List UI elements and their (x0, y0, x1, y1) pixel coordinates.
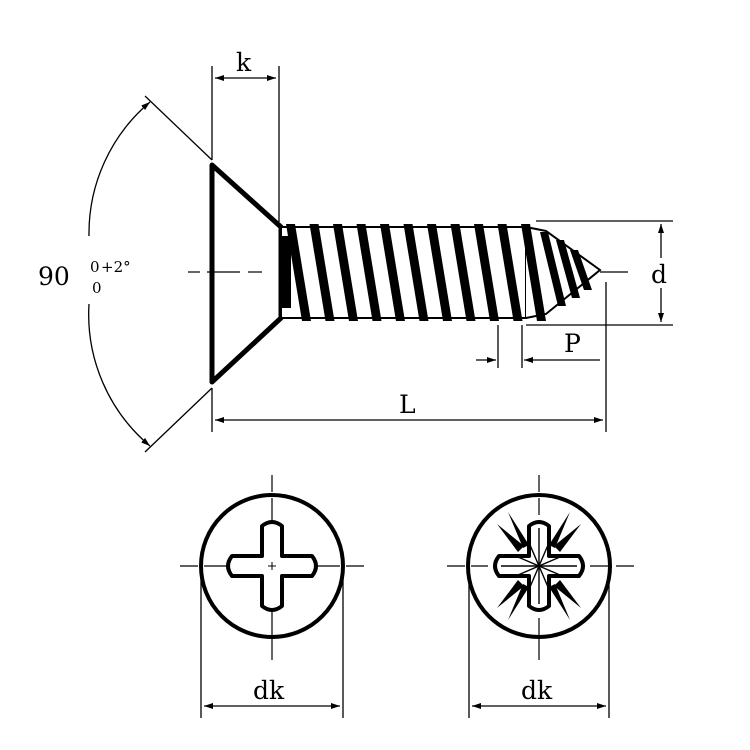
thread-flank (521, 224, 546, 321)
d-label-bg (648, 258, 672, 288)
thread-flank (403, 224, 429, 321)
angle-dimension (88, 95, 213, 453)
angle-upper-right-label: +2° (101, 258, 131, 276)
thread-flank (286, 224, 311, 321)
pozidriv-inner-lines (501, 528, 577, 604)
dk-right-dimension (468, 578, 610, 718)
phillips-center-mark (268, 562, 276, 570)
p-label: P (564, 329, 581, 358)
angle-lower-label: 0 (92, 279, 102, 297)
thread-flank (309, 224, 335, 321)
angle-main-label: 90 (38, 262, 70, 291)
dk-left-label: dk (253, 676, 285, 705)
l-label: L (399, 390, 416, 419)
screw-side-view (209, 162, 602, 385)
thread-root (281, 236, 291, 308)
dk-right-label: dk (521, 676, 553, 705)
pozidriv-head-view (447, 475, 634, 660)
pozidriv-rays (497, 512, 581, 620)
thread-flank (333, 224, 358, 321)
thread-tip-flank (570, 250, 592, 290)
phillips-head-view (180, 475, 364, 660)
angle-label-bg (34, 246, 138, 296)
thread-flank (450, 224, 476, 321)
l-dimension (211, 282, 607, 432)
k-dimension (211, 66, 280, 222)
p-dimension (476, 325, 600, 368)
d-label: d (651, 260, 667, 289)
thread-tip-flank (540, 232, 566, 306)
thread-flank (427, 224, 452, 321)
thread-tip-flank (556, 240, 580, 298)
screw-head (209, 162, 284, 385)
thread-flank (380, 224, 405, 321)
thread-flank (356, 224, 382, 321)
phillips-head-outline (199, 493, 345, 639)
angle-upper-left-label: 0 (90, 258, 100, 276)
thread-flank (497, 224, 523, 321)
k-label: k (236, 48, 252, 77)
pozidriv-head-outline (466, 493, 612, 639)
thread-flank (474, 224, 499, 321)
dk-left-dimension (200, 578, 344, 718)
thread-lines (281, 224, 592, 321)
